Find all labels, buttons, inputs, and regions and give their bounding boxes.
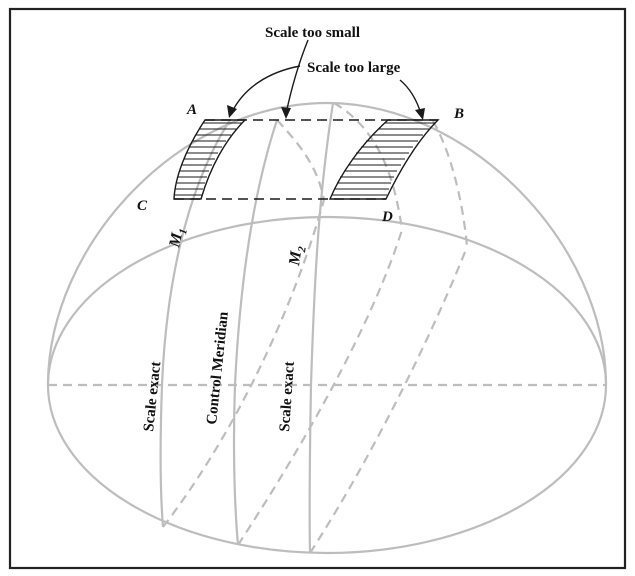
label-point-c: C [137, 198, 148, 214]
arrow-scale-too-large-left [231, 65, 301, 113]
arrow-scale-too-small [285, 39, 309, 115]
label-scale-exact-left: Scale exact [141, 361, 164, 433]
control-meridian [232, 119, 279, 546]
dashed-m1-back [162, 199, 326, 528]
dashed-m2-back [309, 246, 469, 554]
label-point-d: D [381, 209, 393, 225]
hatched-region-left [173, 119, 247, 200]
meridian-m1 [159, 119, 231, 528]
label-m2-sub: 2 [296, 245, 309, 254]
label-scale-exact-right: Scale exact [277, 361, 298, 432]
arrowhead-scale-too-large-right [415, 108, 425, 120]
dashed-control-back [237, 229, 404, 546]
label-scale-too-small: Scale too small [265, 25, 360, 41]
arrowhead-scale-too-small [281, 107, 291, 119]
label-m1: M1 [166, 226, 190, 250]
label-m1-main: M [166, 231, 186, 250]
label-m1-sub: 1 [177, 228, 190, 236]
meridian-m2 [308, 102, 335, 554]
arrowhead-scale-too-large-left [227, 105, 237, 118]
back-arc-left [276, 119, 326, 201]
back-arc-top [333, 102, 404, 231]
hemisphere-outline [46, 101, 608, 386]
label-m2-main: M [286, 249, 305, 267]
label-point-b: B [453, 106, 464, 122]
back-arc-right [432, 120, 469, 248]
label-m2: M2 [286, 244, 309, 268]
label-scale-too-large: Scale too large [307, 60, 401, 76]
label-point-a: A [186, 102, 197, 118]
hatched-region-right [328, 119, 440, 200]
